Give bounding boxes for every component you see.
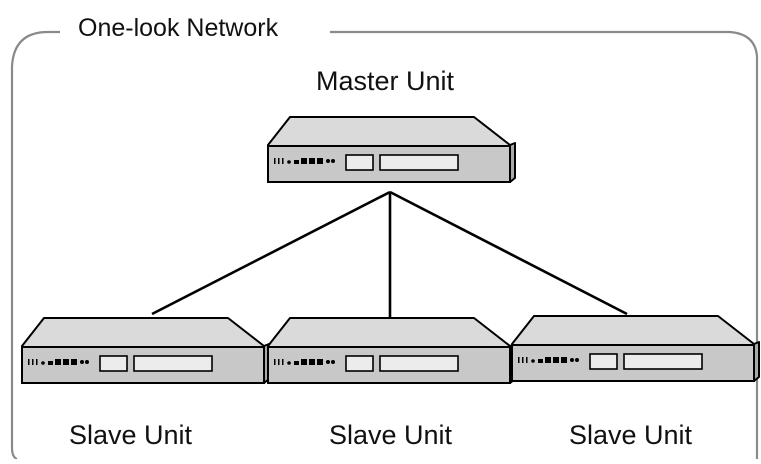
slave-unit-label-3: Slave Unit: [569, 420, 693, 450]
link-master-slave-1: [151, 190, 391, 316]
network-title: One-look Network: [72, 16, 285, 41]
link-master-slave-3: [389, 190, 628, 316]
slave-unit-3: [511, 315, 760, 382]
slave-unit-label-1: Slave Unit: [69, 420, 193, 450]
connections: [151, 190, 628, 322]
slave-unit-1: [21, 317, 270, 384]
master-unit-label: Master Unit: [316, 66, 455, 96]
slave-unit-label-2: Slave Unit: [329, 420, 453, 450]
master-unit: [267, 116, 516, 183]
network-border: [10, 30, 759, 461]
slave-unit-2: [267, 317, 516, 384]
